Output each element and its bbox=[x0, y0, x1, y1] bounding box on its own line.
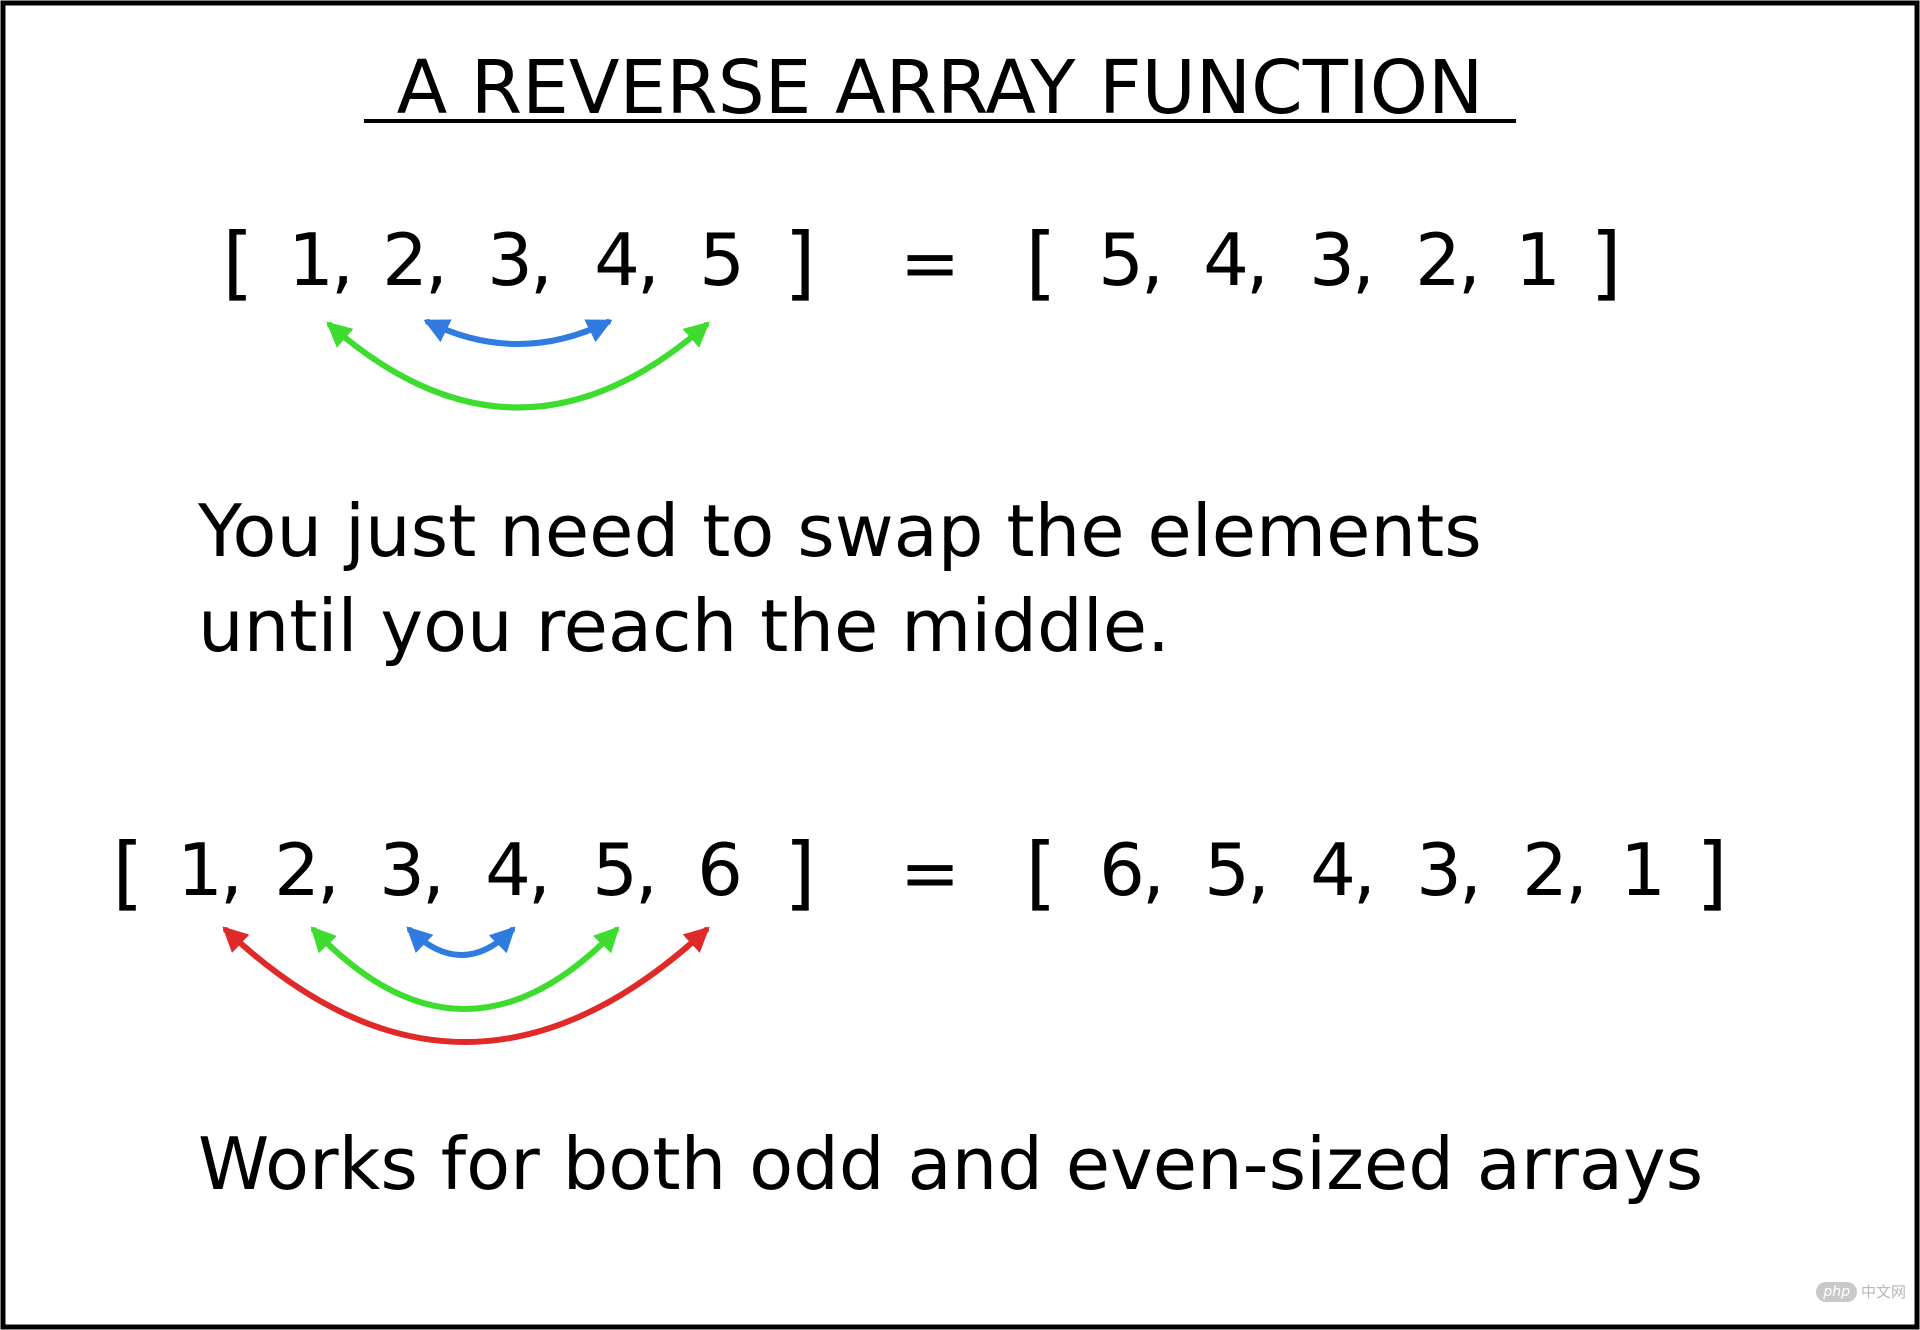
explanation-line-1: You just need to swap the elements bbox=[197, 489, 1482, 573]
swap-arrow-green bbox=[326, 321, 710, 411]
bracket-open: [ bbox=[1025, 216, 1056, 309]
array-element: 4 bbox=[594, 218, 640, 302]
array-element: 5 bbox=[592, 828, 638, 912]
array-element: 2 bbox=[1415, 218, 1461, 302]
array-element: 3 bbox=[1416, 828, 1462, 912]
array-element: 2 bbox=[1522, 828, 1568, 912]
comma: , bbox=[220, 828, 243, 912]
swap-arrow-blue bbox=[423, 319, 613, 347]
comma: , bbox=[1141, 218, 1164, 302]
comma: , bbox=[637, 218, 660, 302]
array-element: 3 bbox=[487, 218, 533, 302]
swap-arrow-blue bbox=[406, 926, 516, 958]
array-element: 1 bbox=[1515, 218, 1561, 302]
comma: , bbox=[1353, 828, 1376, 912]
bracket-close: ] bbox=[1696, 826, 1727, 919]
array-element: 6 bbox=[697, 828, 743, 912]
array-element: 4 bbox=[1310, 828, 1356, 912]
array-element: 2 bbox=[274, 828, 320, 912]
array-element: 4 bbox=[485, 828, 531, 912]
array-element: 5 bbox=[699, 218, 745, 302]
explanation-line-2: until you reach the middle. bbox=[198, 584, 1170, 668]
array-element: 3 bbox=[379, 828, 425, 912]
comma: , bbox=[1565, 828, 1588, 912]
site-watermark: php 中文网 bbox=[1816, 1281, 1906, 1302]
comma: , bbox=[1142, 828, 1165, 912]
equals-sign: = bbox=[900, 831, 960, 915]
array-element: 5 bbox=[1098, 218, 1144, 302]
bracket-open: [ bbox=[222, 216, 253, 309]
comma: , bbox=[528, 828, 551, 912]
conclusion-text: Works for both odd and even-sized arrays bbox=[198, 1122, 1703, 1206]
comma: , bbox=[422, 828, 445, 912]
comma: , bbox=[425, 218, 448, 302]
equals-sign: = bbox=[900, 221, 960, 305]
comma: , bbox=[317, 828, 340, 912]
comma: , bbox=[635, 828, 658, 912]
watermark-text: 中文网 bbox=[1860, 1283, 1906, 1301]
array-element: 2 bbox=[382, 218, 428, 302]
swap-arrow-red bbox=[222, 926, 710, 1045]
bracket-close: ] bbox=[784, 216, 815, 309]
comma: , bbox=[331, 218, 354, 302]
swap-arrow-green bbox=[310, 926, 620, 1012]
comma: , bbox=[1458, 218, 1481, 302]
comma: , bbox=[1459, 828, 1482, 912]
comma: , bbox=[1352, 218, 1375, 302]
comma: , bbox=[1247, 828, 1270, 912]
array-element: 5 bbox=[1204, 828, 1250, 912]
diagram-title: A REVERSE ARRAY FUNCTION bbox=[397, 45, 1484, 131]
bracket-open: [ bbox=[1025, 826, 1056, 919]
bracket-close: ] bbox=[1590, 216, 1621, 309]
bracket-close: ] bbox=[784, 826, 815, 919]
comma: , bbox=[1246, 218, 1269, 302]
array-element: 1 bbox=[177, 828, 223, 912]
example-odd: [ 1 , 2 , 3 , 4 , 5 ] = [ 5 , 4 , 3 , 2 … bbox=[222, 216, 1622, 411]
bracket-open: [ bbox=[112, 826, 143, 919]
example-even: [ 1 , 2 , 3 , 4 , 5 , 6 ] = [ 6 , 5 , 4 … bbox=[112, 826, 1728, 1045]
array-element: 3 bbox=[1309, 218, 1355, 302]
array-element: 4 bbox=[1203, 218, 1249, 302]
array-element: 6 bbox=[1099, 828, 1145, 912]
array-element: 1 bbox=[288, 218, 334, 302]
watermark-badge: php bbox=[1816, 1281, 1857, 1302]
comma: , bbox=[530, 218, 553, 302]
array-element: 1 bbox=[1620, 828, 1666, 912]
